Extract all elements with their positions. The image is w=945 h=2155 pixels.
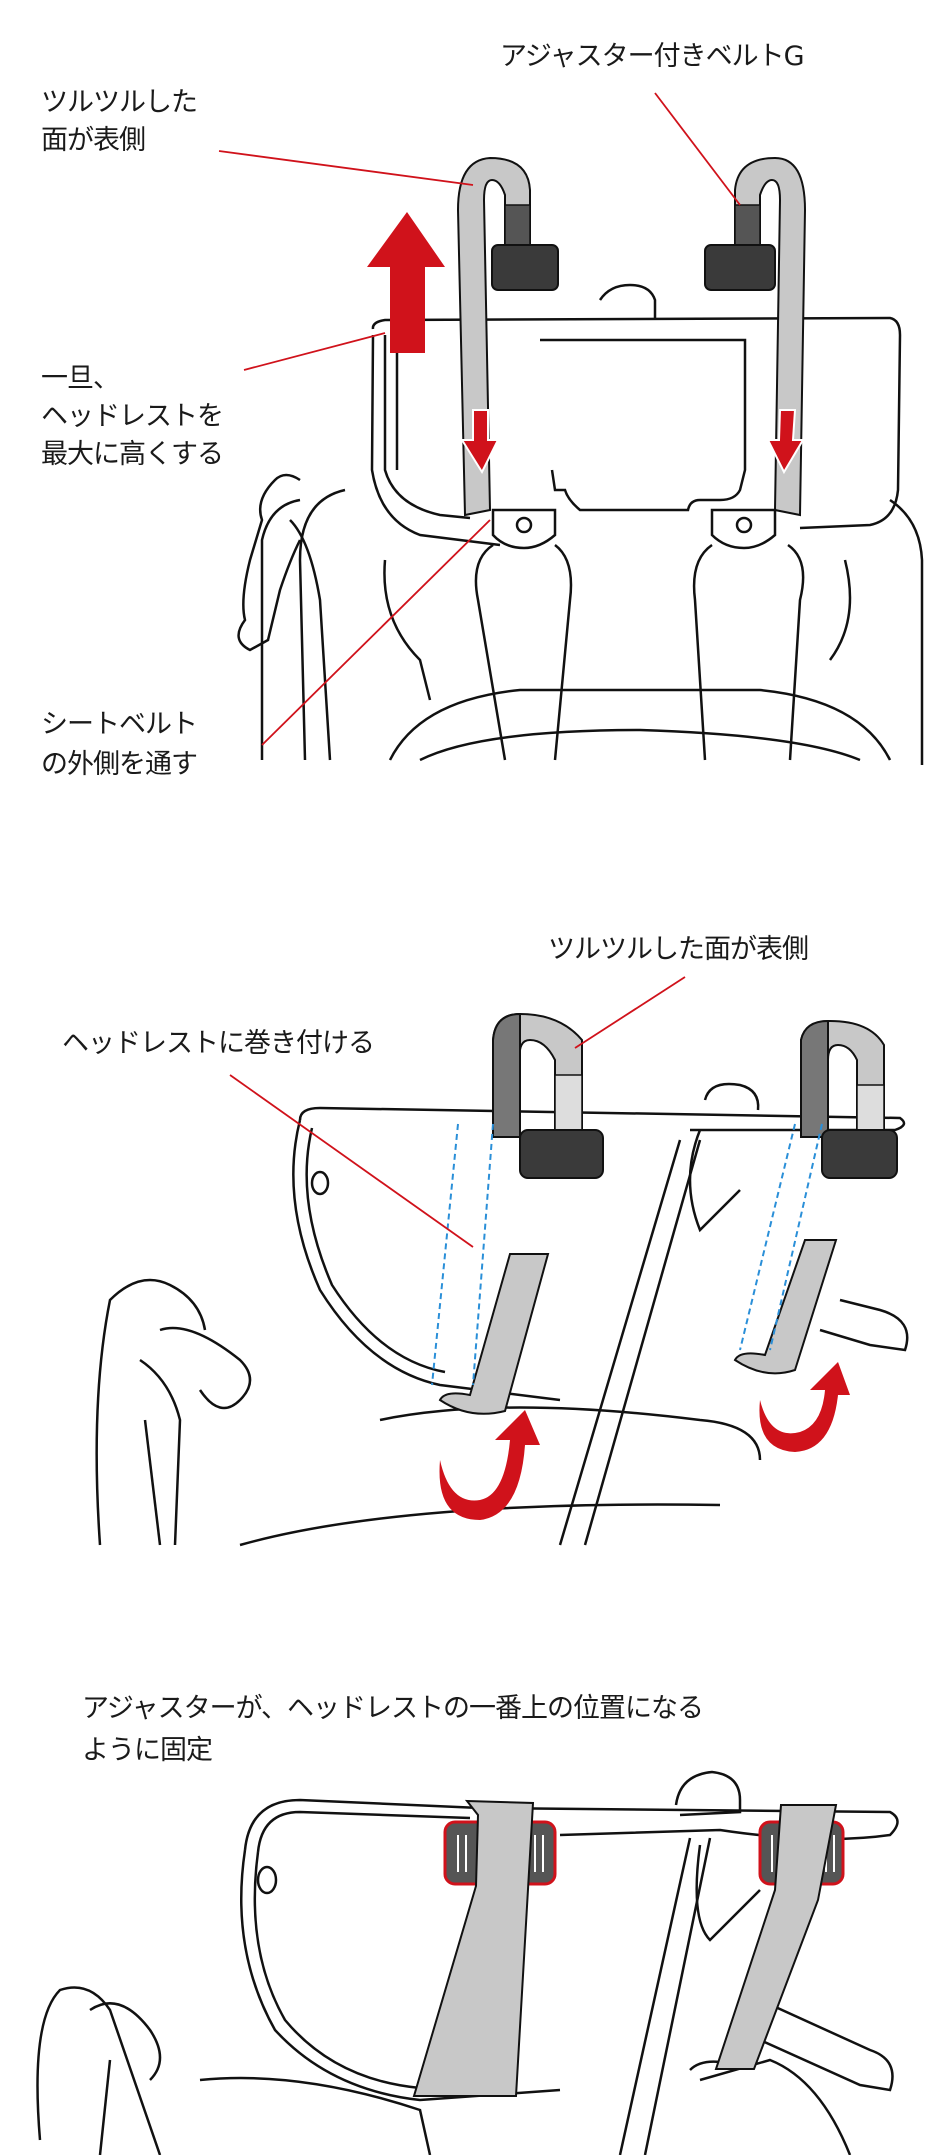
seat-outline (237, 283, 924, 765)
label-adjuster-belt: アジャスター付きベルトG (500, 41, 804, 72)
adjuster-left (519, 1129, 604, 1179)
buckles (491, 508, 777, 550)
guide-dashed-lines (431, 1123, 823, 1386)
down-arrow-icon (460, 409, 500, 475)
left-strap (412, 1799, 535, 2097)
adjuster-left (491, 244, 559, 291)
down-arrow-icon (766, 409, 805, 475)
right-adjuster (758, 1820, 845, 1886)
panel-1-illustration (218, 92, 924, 765)
label-raise-3: 最大に高くする (41, 439, 224, 470)
leader-lines (218, 92, 741, 746)
left-adjuster (443, 1820, 557, 1886)
label-outside-belt-1: シートベルト (41, 709, 198, 740)
adjuster-right (704, 244, 776, 291)
label-wrap-headrest: ヘッドレストに巻き付ける (62, 1028, 375, 1059)
label-smooth-side-2: 面が表側 (41, 125, 146, 156)
up-arrow-icon (367, 212, 445, 353)
left-strap (456, 156, 559, 517)
right-strap (714, 1804, 838, 2070)
curved-arrow-icon (759, 1362, 850, 1452)
label-outside-belt-2: の外側を通す (41, 749, 198, 780)
label-raise-2: ヘッドレストを (41, 401, 224, 432)
label-fix-position-2: ように固定 (82, 1735, 213, 1766)
label-raise-1: 一旦、 (41, 363, 120, 394)
headrest-outline (36, 1770, 899, 2155)
left-strap (438, 1012, 604, 1415)
adjuster-right (821, 1129, 898, 1179)
headrest-outline (95, 1082, 909, 1547)
label-smooth-side-2: ツルツルした面が表側 (548, 934, 809, 965)
label-fix-position-1: アジャスターが、ヘッドレストの一番上の位置になる (82, 1693, 704, 1724)
curved-arrow-icon (439, 1410, 540, 1520)
label-smooth-side-1: ツルツルした (41, 87, 198, 118)
right-strap (733, 1019, 898, 1375)
leader-lines (229, 976, 686, 1248)
